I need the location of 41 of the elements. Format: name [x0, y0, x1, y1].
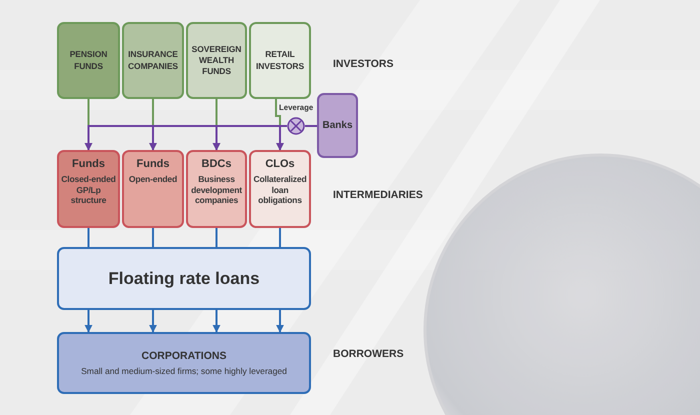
arrow	[276, 125, 287, 151]
intermediary-title: CLOs	[265, 158, 295, 170]
borrower-box	[57, 332, 311, 394]
valve-symbol	[287, 117, 305, 135]
intermediary-title: Funds	[72, 158, 105, 170]
investor-box	[122, 22, 184, 99]
borrower-description: Small and medium-sized firms; some highly leveraged	[81, 366, 287, 376]
intermediary-box	[57, 150, 120, 228]
investor-name: SOVEREIGN WEALTH FUNDS	[190, 44, 242, 78]
intermediary-title: BDCs	[202, 158, 232, 170]
connector-line	[88, 228, 90, 247]
connector-line	[152, 228, 154, 247]
loan-title: Floating rate loans	[108, 268, 260, 288]
arrow	[149, 310, 157, 333]
arrow	[276, 310, 284, 333]
arrow	[212, 310, 220, 333]
connector-line	[279, 228, 281, 247]
investor-name: RETAIL INVESTORS	[254, 49, 306, 72]
tier-label: INVESTORS	[333, 58, 394, 70]
loans-box	[57, 247, 311, 310]
investor-box	[57, 22, 120, 99]
arrow	[84, 310, 92, 333]
connector-line	[216, 228, 218, 247]
bank-box	[317, 93, 358, 158]
intermediary-description: Collateralized loan obligations	[252, 174, 308, 206]
connector-line	[305, 125, 317, 127]
intermediary-description: Business development companies	[190, 174, 243, 206]
intermediary-box	[122, 150, 184, 228]
investor-box	[186, 22, 247, 99]
intermediary-description: Open-ended	[128, 174, 178, 185]
tier-label: INTERMEDIARIES	[333, 189, 423, 201]
bank-name: Banks	[322, 120, 352, 131]
investor-box	[249, 22, 311, 99]
tier-label: BORROWERS	[333, 348, 404, 360]
intermediary-title: Funds	[136, 158, 170, 170]
intermediary-box	[249, 150, 311, 228]
intermediary-description: Closed-ended GP/Lp structure	[60, 174, 117, 206]
investor-name: PENSION FUNDS	[68, 49, 108, 72]
investor-name: INSURANCE COMPANIES	[127, 49, 179, 72]
intermediary-box	[186, 150, 247, 228]
borrower-title: CORPORATIONS	[142, 350, 226, 362]
